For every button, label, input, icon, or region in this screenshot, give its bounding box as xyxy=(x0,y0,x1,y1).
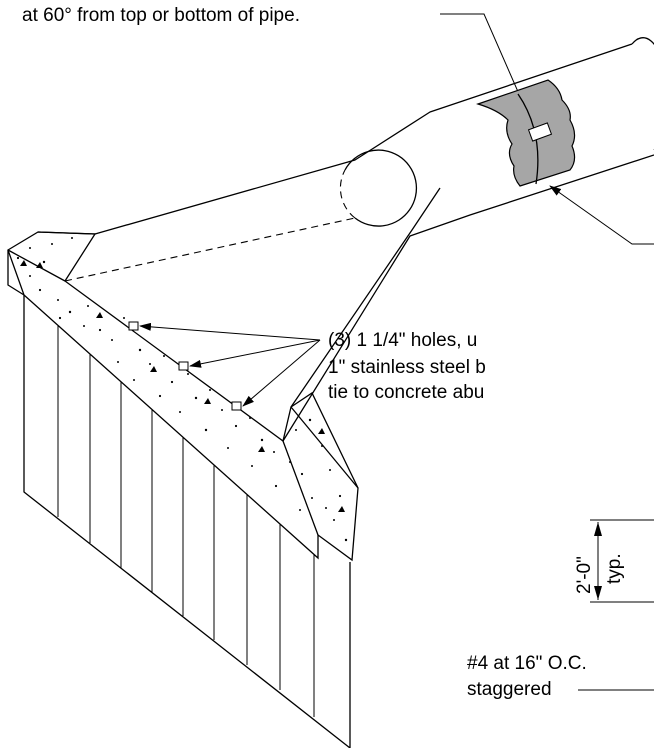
holes-note-line2: 1" stainless steel b xyxy=(328,357,486,378)
holes-note-line3: tie to concrete abu xyxy=(328,382,484,403)
concrete-aggregate xyxy=(16,237,348,542)
rebar-note-line1: #4 at 16" O.C. xyxy=(467,653,587,674)
dimension-value: 2'-0" xyxy=(574,556,595,594)
coupling-leader xyxy=(549,185,654,245)
sheet-pile-wall xyxy=(23,295,351,748)
pipe-coupling-band xyxy=(476,79,576,187)
rebar-note-line2: staggered xyxy=(467,679,552,700)
dimension-typ: typ. xyxy=(604,553,625,584)
pipe-outfall xyxy=(64,37,654,442)
hole-leaders xyxy=(139,322,321,407)
spacing-dimension: 2'-0" typ. xyxy=(574,519,654,603)
holes-note-line1: (3) 1 1/4" holes, u xyxy=(328,330,477,351)
bolt-holes xyxy=(128,321,242,411)
top-note: at 60° from top or bottom of pipe. xyxy=(22,5,300,26)
